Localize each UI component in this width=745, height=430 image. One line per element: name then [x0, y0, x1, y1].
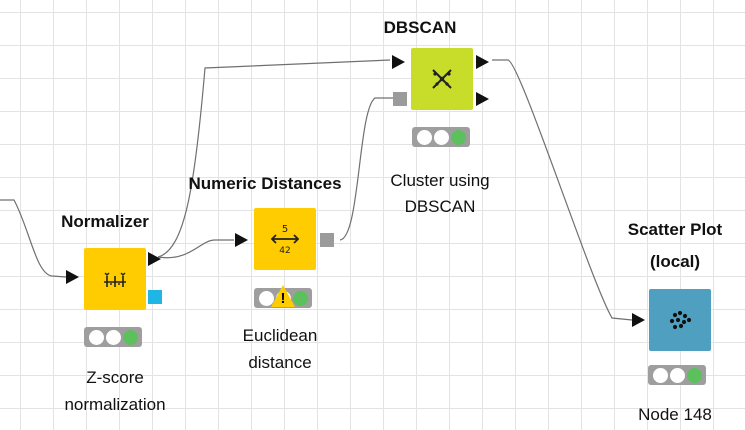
status-light-yellow — [105, 329, 121, 345]
connection-normalizer-to-numeric-distances[interactable] — [157, 239, 234, 259]
dbscan-cluster-icon — [432, 69, 452, 89]
status-light-red — [416, 129, 432, 145]
status-light-green — [450, 129, 466, 145]
connection-normalizer-to-dbscan[interactable] — [157, 59, 391, 258]
status-light-green — [122, 329, 138, 345]
output-port[interactable] — [148, 252, 161, 266]
warning-icon[interactable] — [271, 285, 295, 307]
model-output-port[interactable] — [148, 290, 162, 304]
status-light-green — [686, 367, 702, 383]
input-port[interactable] — [66, 270, 79, 284]
node-title-line2[interactable]: (local) — [649, 252, 701, 271]
distance-input-port[interactable] — [393, 92, 407, 106]
node-description-line1[interactable]: Cluster using — [390, 171, 490, 190]
status-light-green — [292, 290, 308, 306]
status-indicator — [412, 127, 470, 147]
cluster-output-port[interactable] — [476, 55, 489, 69]
scatter-plot-icon — [669, 310, 692, 330]
connection-dbscan-to-scatter-plot[interactable] — [492, 59, 633, 321]
node-title-line1[interactable]: Scatter Plot — [627, 220, 723, 239]
node-description-line2[interactable]: distance — [248, 353, 312, 372]
node-description[interactable]: Node 148 — [638, 405, 712, 424]
svg-text:42: 42 — [279, 246, 290, 256]
connection-input-to-normalizer[interactable] — [0, 199, 67, 278]
node-description-line1[interactable]: Euclidean — [242, 326, 318, 345]
model-output-port[interactable] — [476, 92, 489, 106]
connection-numeric-distances-to-dbscan[interactable] — [339, 97, 394, 241]
normalizer-icon — [104, 272, 126, 287]
node-body[interactable] — [649, 289, 711, 351]
node-body[interactable] — [84, 248, 146, 310]
node-title[interactable]: Numeric Distances — [188, 174, 342, 193]
status-indicator — [648, 365, 706, 385]
node-description-line2[interactable]: normalization — [64, 395, 166, 414]
node-description-line1[interactable]: Z-score — [86, 368, 144, 387]
node-body[interactable]: 5 42 — [254, 208, 316, 270]
node-description-line2[interactable]: DBSCAN — [404, 197, 476, 216]
distance-icon: 5 42 — [270, 224, 300, 256]
status-light-red — [258, 290, 274, 306]
input-port[interactable] — [235, 233, 248, 247]
node-title[interactable]: DBSCAN — [383, 18, 457, 37]
status-indicator — [84, 327, 142, 347]
warning-exclamation: ! — [280, 290, 286, 307]
input-port[interactable] — [392, 55, 405, 69]
output-port[interactable] — [320, 233, 334, 247]
status-light-red — [652, 367, 668, 383]
input-port[interactable] — [632, 313, 645, 327]
status-light-red — [88, 329, 104, 345]
node-title[interactable]: Normalizer — [61, 212, 149, 231]
node-body[interactable] — [411, 48, 473, 110]
status-light-yellow — [433, 129, 449, 145]
status-light-yellow — [669, 367, 685, 383]
svg-text:5: 5 — [282, 224, 288, 235]
